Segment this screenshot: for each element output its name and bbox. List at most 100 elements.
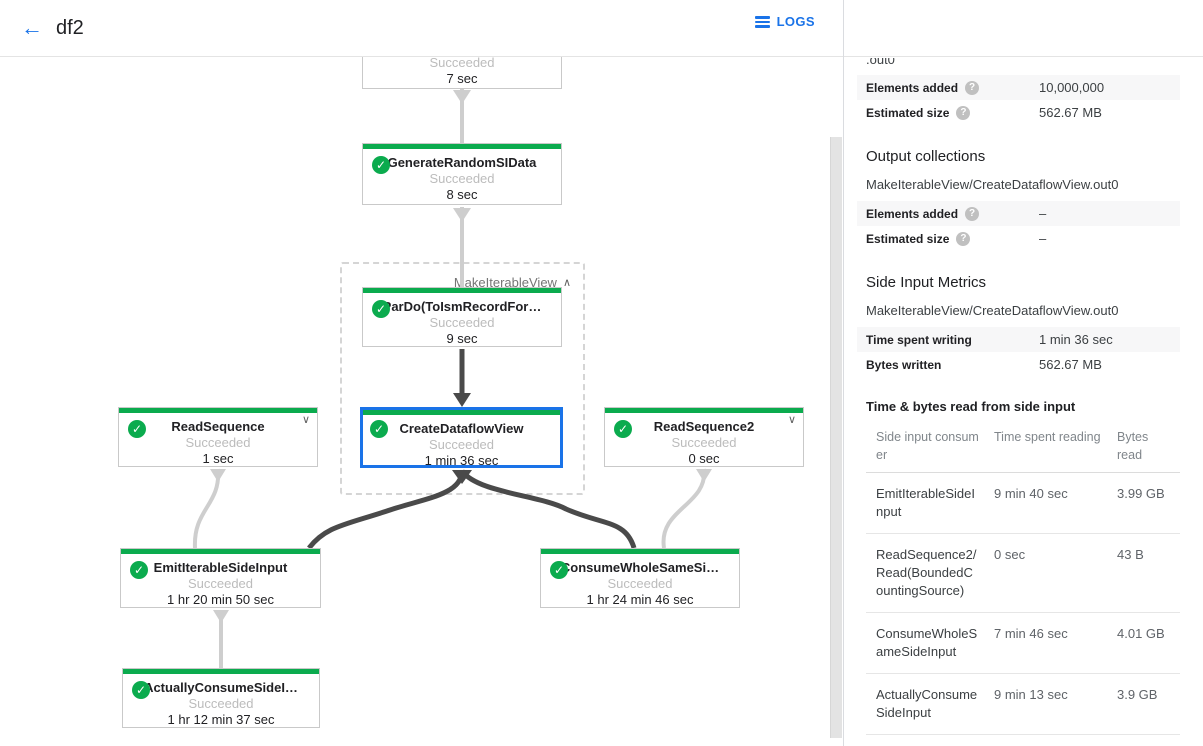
help-icon[interactable]: ? [965,206,980,221]
side-input-collection-name: MakeIterableView/CreateDataflowView.out0 [866,303,1119,318]
logs-list-icon [754,14,770,30]
node-time: 9 sec [446,331,478,346]
col-header-consumer: Side input consumer [876,430,979,462]
cell-time: 7 min 46 sec [994,626,1068,641]
cell-bytes: 43 B [1117,547,1144,562]
output-collection-metrics: Elements added ? – Estimated size ? – [844,201,1203,251]
node-status: Succeeded [188,696,254,711]
node-status-bar [363,288,561,293]
metric-label: Bytes written [866,357,942,372]
node-time: 1 hr 12 min 37 sec [167,712,275,727]
graph-node-generaterandomsidata[interactable]: ✓ GenerateRandomSIData Succeeded 8 sec [362,143,562,205]
metric-row-bytes-written: Bytes written 562.67 MB [857,352,1180,377]
table-header-row: Side input consumer Time spent reading B… [866,420,1180,473]
col-header-time: Time spent reading [994,430,1101,444]
node-time: 1 hr 24 min 46 sec [586,592,694,607]
side-input-table: Side input consumer Time spent reading B… [866,420,1180,746]
node-title: ConsumeWholeSameSi… [560,560,720,575]
table-row: ReadSequence2/Read(BoundedCountingSource… [866,534,1180,613]
side-input-metrics-heading: Side Input Metrics [866,274,987,291]
node-time: 7 sec [446,71,478,86]
node-status: Succeeded [671,435,737,450]
node-status: Succeeded [187,576,254,591]
logs-button[interactable]: LOGS [754,14,815,30]
side-input-table-heading: Time & bytes read from side input [866,399,1076,414]
metric-label: Time spent writing [866,332,972,347]
metric-value: 562.67 MB [1039,105,1102,120]
check-circle-icon: ✓ [370,420,388,438]
graph-node-readsequence2[interactable]: ✓ ∨ ReadSequence2 Succeeded 0 sec [604,407,804,467]
node-status: Succeeded [428,437,495,452]
back-arrow-icon[interactable]: ← [16,12,48,44]
group-collapse-toggle[interactable]: MakeIterableView ∧ [454,275,571,290]
graph-node-pardo-toismrecord[interactable]: ✓ ParDo(ToIsmRecordFor… Succeeded 9 sec [362,287,562,347]
graph-node-actuallyconsumesideinput[interactable]: ✓ ActuallyConsumeSideI… Succeeded 1 hr 1… [122,668,320,728]
output-collection-name: MakeIterableView/CreateDataflowView.out0 [866,177,1119,192]
node-title: ReadSequence [171,419,265,434]
check-circle-icon: ✓ [130,561,148,579]
cell-time: 9 min 40 sec [994,486,1068,501]
cell-consumer: ReadSequence2/Read(BoundedCountingSource… [876,547,977,598]
node-time: 1 min 36 sec [424,453,499,468]
graph-node-truncated-top[interactable]: Succeeded 7 sec [362,57,562,89]
node-status: Succeeded [429,57,495,70]
metric-value: 10,000,000 [1039,80,1105,95]
chevron-down-icon[interactable]: ∨ [301,414,310,426]
job-title: df2 [56,16,84,39]
graph-node-readsequence[interactable]: ✓ ∨ ReadSequence Succeeded 1 sec [118,407,318,467]
clipped-collection-name: .out0 [866,58,895,67]
step-details-panel: × Step .out0 Elements added ? 10,000,000… [844,0,1203,746]
table-row: ConsumeWholeSameSideInput 7 min 46 sec 4… [866,613,1180,674]
metric-label: Elements added [866,206,959,221]
job-graph-canvas[interactable]: MakeIterableView ∧ [0,57,843,746]
table-row: EmitIterableSideInput 9 min 40 sec 3.99 … [866,473,1180,534]
graph-node-consumewholesamesideinput[interactable]: ✓ ConsumeWholeSameSi… Succeeded 1 hr 24 … [540,548,740,608]
node-status: Succeeded [429,315,495,330]
help-icon[interactable]: ? [956,231,971,246]
node-status: Succeeded [429,171,495,186]
node-status-bar [363,144,561,149]
logs-button-label: LOGS [776,14,815,30]
check-circle-icon: ✓ [550,561,568,579]
chevron-up-icon: ∧ [562,277,571,289]
node-time: 1 hr 20 min 50 sec [167,592,274,607]
cell-time: 0 sec [994,547,1026,562]
check-circle-icon: ✓ [132,681,150,699]
metric-label: Estimated size [866,105,950,120]
help-icon[interactable]: ? [956,105,971,120]
chevron-down-icon[interactable]: ∨ [787,414,796,426]
metric-value: – [1039,206,1047,221]
graph-vertical-scrollbar[interactable] [830,137,842,738]
pane-divider [843,0,844,746]
graph-node-emititerablesideinput[interactable]: ✓ EmitIterableSideInput Succeeded 1 hr 2… [120,548,321,608]
metric-row-estimated-size: Estimated size ? – [857,226,1180,251]
node-time: 1 sec [202,451,234,466]
panel-body[interactable]: .out0 Elements added ? 10,000,000 Estima… [844,58,1203,746]
cell-consumer: ActuallyConsumeSideInput [876,687,978,720]
help-icon[interactable]: ? [965,80,980,95]
metric-value: 562.67 MB [1039,357,1102,372]
metric-value: 1 min 36 sec [1039,332,1113,347]
cell-bytes: 3.9 GB [1117,687,1158,702]
cell-consumer: ReadSequence/Read(BoundedCountingSource) [866,735,984,746]
cell-bytes: 3.99 GB [1117,486,1165,501]
node-status-bar [605,408,803,413]
node-title: CreateDataflowView [399,421,524,436]
cell-time: 9 min 13 sec [994,687,1068,702]
node-title: GenerateRandomSIData [387,155,537,170]
node-status: Succeeded [185,435,251,450]
cell-bytes: 0 B [1107,735,1180,746]
cell-consumer: EmitIterableSideInput [876,486,975,519]
cell-consumer: ConsumeWholeSameSideInput [876,626,978,659]
graph-node-createdataflowview-selected[interactable]: ✓ CreateDataflowView Succeeded 1 min 36 … [360,407,563,468]
metric-row-time-spent-writing: Time spent writing 1 min 36 sec [857,327,1180,352]
input-collection-metrics: Elements added ? 10,000,000 Estimated si… [844,75,1203,125]
node-title: ActuallyConsumeSideI… [144,680,298,695]
cell-time: 0 sec [984,735,1107,746]
check-circle-icon: ✓ [372,300,390,318]
node-status-bar [119,408,317,413]
node-status-bar [541,549,739,554]
metric-row-elements-added: Elements added ? 10,000,000 [857,75,1180,100]
check-circle-icon: ✓ [128,420,146,438]
metric-row-elements-added: Elements added ? – [857,201,1180,226]
